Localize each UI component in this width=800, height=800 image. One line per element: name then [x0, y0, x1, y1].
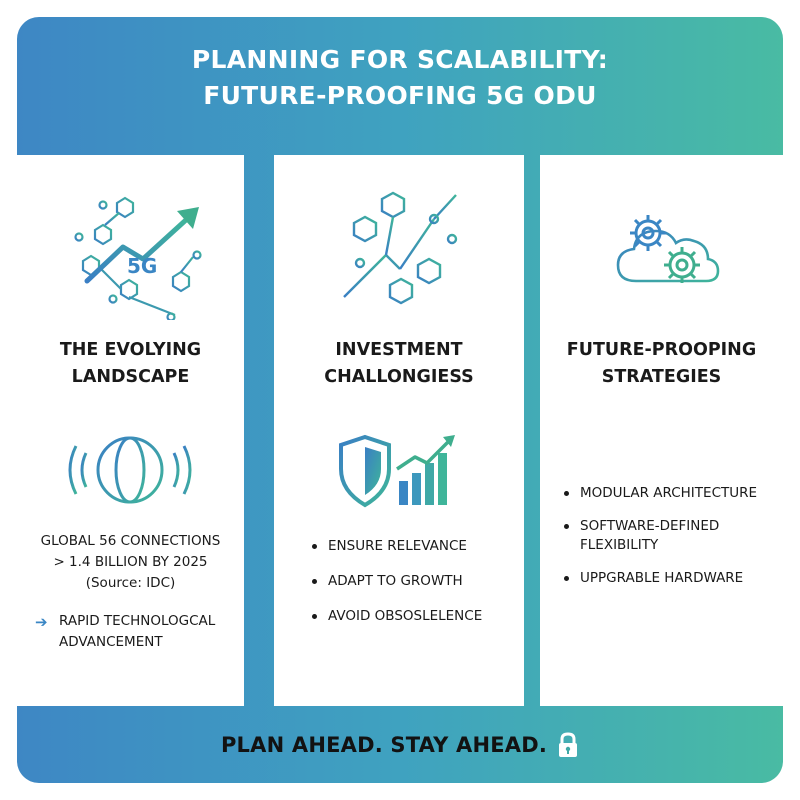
column-title: THE EVOLYING LANDSCAPE [17, 337, 244, 391]
column-title-line-2: CHALLONGIESS [324, 367, 474, 387]
note-line-2: ADVANCEMENT [59, 634, 163, 650]
list-item: AVOID OBSOSLELENCE [312, 607, 482, 626]
list-item: UPPGRABLE HARDWARE [564, 569, 757, 588]
network-growth-5g-icon: 5G [74, 196, 202, 320]
column-title-line-2: STRATEGIES [601, 367, 722, 387]
column-title-line-1: FUTURE-PROOPING [566, 340, 757, 360]
infographic-card: PLANNING FOR SCALABILITY: FUTURE-PROOFIN… [17, 17, 783, 783]
cloud-gears-icon [616, 215, 720, 283]
stat-line-1: GLOBAL 56 CONNECTIONS [40, 533, 221, 549]
bullet-line-1: SOFTWARE-DEFINED [580, 518, 720, 534]
column-title-line-1: INVESTMENT [335, 340, 463, 360]
list-item: ADAPT TO GROWTH [312, 572, 482, 591]
globe-signal-icon [68, 436, 192, 504]
note-line-1: RAPID TECHNOLOGCAL [59, 613, 216, 629]
tagline: PLAN AHEAD. STAY AHEAD. [220, 732, 548, 757]
5g-label: 5G [127, 254, 157, 278]
list-item: SOFTWARE-DEFINED FLEXIBILITY [564, 517, 757, 555]
header-banner: PLANNING FOR SCALABILITY: FUTURE-PROOFIN… [17, 17, 783, 139]
title-line-1: PLANNING FOR SCALABILITY: [191, 45, 609, 74]
column-title-line-1: THE EVOLYING [59, 340, 202, 360]
bullet-line-1: UPPGRABLE HARDWARE [580, 570, 744, 586]
column-title-line-2: LANDSCAPE [71, 367, 190, 387]
investment-bullets: ENSURE RELEVANCE ADAPT TO GROWTH AVOID O… [312, 537, 482, 642]
strategy-bullets: MODULAR ARCHITECTURE SOFTWARE-DEFINED FL… [564, 484, 757, 602]
list-item: ENSURE RELEVANCE [312, 537, 482, 556]
lock-icon [559, 731, 578, 757]
arrow-right-icon: ➔ [35, 613, 48, 631]
shield-chart-icon [339, 434, 455, 508]
stat-line-3: (Source: IDC) [85, 575, 176, 591]
connection-stat: GLOBAL 56 CONNECTIONS > 1.4 BILLION BY 2… [17, 531, 244, 594]
bullet-line-2: FLEXIBILITY [580, 537, 659, 553]
column-future-proofing-strategies: FUTURE-PROOPING STRATEGIES MODULAR ARCHI… [540, 155, 783, 706]
column-evolving-landscape: 5G THE EVOLYING LANDSCAPE [17, 155, 244, 706]
stat-line-2: > 1.4 BILLION BY 2025 [53, 554, 208, 570]
hexagon-network-icon [343, 191, 458, 305]
list-item: MODULAR ARCHITECTURE [564, 484, 757, 503]
column-title: INVESTMENT CHALLONGIESS [274, 337, 524, 391]
footer-banner: PLAN AHEAD. STAY AHEAD. [17, 706, 783, 783]
column-title: FUTURE-PROOPING STRATEGIES [540, 337, 783, 391]
bullet-line-1: MODULAR ARCHITECTURE [580, 485, 758, 501]
advancement-note: ➔ RAPID TECHNOLOGCAL ADVANCEMENT [35, 611, 215, 653]
column-investment-challenges: INVESTMENT CHALLONGIESS ENSURE RELEVANCE… [274, 155, 524, 706]
title-line-2: FUTURE-PROOFING 5G ODU [203, 81, 597, 110]
